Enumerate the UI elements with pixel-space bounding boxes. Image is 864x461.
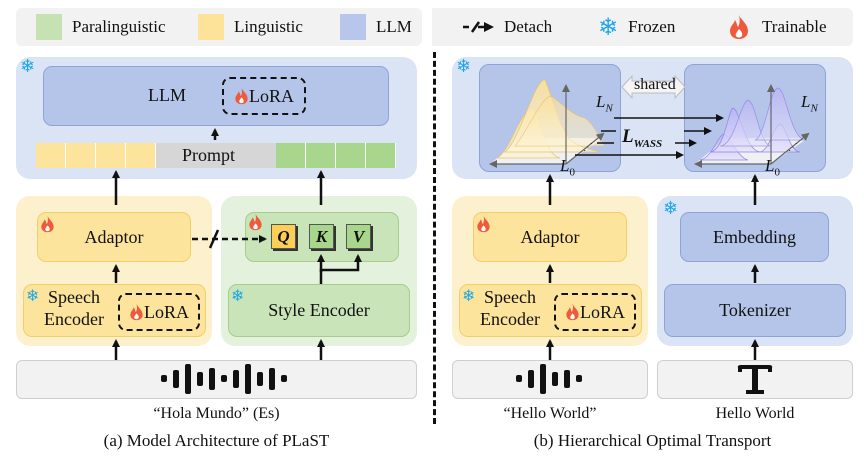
- lora-label: LoRA: [249, 85, 294, 106]
- value-box: V: [346, 224, 371, 249]
- legend-bar-right: Detach ❄ Frozen Trainable: [432, 8, 853, 46]
- speech-encoder-box-a: [23, 284, 206, 337]
- speech-lora-box-b: LoRA: [554, 293, 636, 331]
- prompt-token-paralinguistic: [366, 143, 396, 168]
- panel-divider: [433, 52, 436, 424]
- legend-label: Paralinguistic: [72, 17, 166, 36]
- llm-box: LLM LoRA: [43, 66, 389, 126]
- prompt-token-linguistic: [96, 143, 126, 168]
- legend-bar: Paralinguistic Linguistic LLM: [16, 8, 422, 46]
- prompt-token-linguistic: [66, 143, 96, 168]
- speech-encoder-label-1: Speech: [484, 287, 536, 307]
- ln-subscript: N: [810, 102, 818, 115]
- audio-input-a: [16, 360, 417, 399]
- legend-label: LLM: [376, 17, 412, 36]
- tokenizer-label: Tokenizer: [719, 300, 791, 320]
- lwass-subscript: WASS: [633, 137, 663, 150]
- flame-icon: [730, 15, 748, 39]
- prompt-token-linguistic: [36, 143, 66, 168]
- legend-item-llm: LLM: [340, 8, 412, 46]
- paralinguistic-swatch: [36, 14, 62, 40]
- l0-label-left: L0: [560, 156, 575, 178]
- lora-label: LoRA: [580, 301, 625, 322]
- linguistic-swatch: [198, 14, 224, 40]
- prompt-token-linguistic: [126, 143, 156, 168]
- embedding-box: Embedding: [680, 212, 829, 262]
- caption-b: (b) Hierarchical Optimal Transport: [533, 431, 772, 450]
- text-input-b: [657, 360, 853, 399]
- llm-label: LLM: [148, 85, 186, 105]
- embedding-label: Embedding: [713, 226, 796, 247]
- speech-encoder-label-2: Encoder: [44, 309, 104, 329]
- flame-icon: [41, 215, 54, 233]
- speech-lora-box-a: LoRA: [118, 293, 200, 331]
- legend-label: Linguistic: [234, 17, 303, 36]
- flame-icon: [235, 87, 248, 105]
- input-text-a: “Hola Mundo” (Es): [153, 405, 280, 422]
- ln-subscript: N: [605, 102, 613, 115]
- input-text-text-b: Hello World: [715, 405, 795, 422]
- adaptor-box-a: Adaptor: [37, 212, 191, 262]
- legend-label: Trainable: [762, 17, 827, 36]
- snowflake-icon: ❄: [20, 56, 36, 77]
- speech-encoder-label-2: Encoder: [480, 309, 540, 329]
- ln-letter: L: [801, 92, 811, 111]
- ln-label-right: LN: [801, 92, 818, 114]
- wasserstein-loss-label: LWASS: [622, 126, 662, 150]
- l0-subscript: 0: [774, 166, 780, 179]
- lwass-letter: L: [622, 126, 634, 147]
- key-box: K: [309, 224, 334, 249]
- prompt-token-paralinguistic: [276, 143, 306, 168]
- adaptor-box-b: Adaptor: [473, 212, 627, 262]
- tokenizer-box: Tokenizer: [664, 284, 846, 337]
- prompt-bar: Prompt: [36, 143, 396, 168]
- caption-a: (a) Model Architecture of PLaST: [103, 431, 330, 450]
- text-distribution-panel: [684, 64, 826, 172]
- detach-arrow-icon: [463, 21, 494, 33]
- l0-letter: L: [560, 156, 570, 175]
- legend-label: Frozen: [628, 17, 676, 36]
- speech-encoder-box-b: [459, 284, 642, 337]
- lora-label: LoRA: [144, 301, 189, 322]
- input-text-speech-b: “Hello World”: [503, 405, 597, 422]
- style-encoder-label: Style Encoder: [268, 300, 370, 320]
- legend-item-linguistic: Linguistic: [198, 8, 303, 46]
- shared-label: shared: [634, 76, 676, 93]
- legend-label: Detach: [504, 17, 553, 36]
- query-box: Q: [271, 224, 296, 249]
- prompt-token-paralinguistic: [306, 143, 336, 168]
- l0-letter: L: [765, 156, 775, 175]
- legend-item-paralinguistic: Paralinguistic: [36, 8, 165, 46]
- prompt-token-paralinguistic: [336, 143, 366, 168]
- flame-icon: [249, 213, 262, 231]
- l0-subscript: 0: [569, 166, 575, 179]
- snowflake-icon: ❄: [231, 286, 245, 305]
- speech-encoder-label-1: Speech: [48, 287, 100, 307]
- snowflake-icon: ❄: [26, 286, 40, 305]
- snowflake-icon: ❄: [598, 13, 619, 41]
- adaptor-label: Adaptor: [520, 226, 580, 247]
- adaptor-label: Adaptor: [84, 226, 144, 247]
- style-encoder-box: Style Encoder: [228, 284, 410, 337]
- flame-icon: [477, 215, 490, 233]
- l0-label-right: L0: [765, 156, 780, 178]
- flame-icon: [566, 303, 579, 321]
- llm-lora-box: LoRA: [222, 77, 306, 115]
- snowflake-icon: ❄: [663, 198, 679, 219]
- audio-input-b: [452, 360, 648, 399]
- speech-distribution-panel: [479, 64, 621, 172]
- snowflake-icon: ❄: [462, 286, 476, 305]
- prompt-token-text: [156, 143, 276, 168]
- legend-item-trainable: Trainable: [728, 8, 827, 46]
- legend-item-detach: Detach: [462, 8, 552, 46]
- llm-swatch: [340, 14, 366, 40]
- flame-icon: [130, 303, 143, 321]
- snowflake-icon: ❄: [456, 56, 472, 77]
- ln-letter: L: [596, 92, 606, 111]
- prompt-label: Prompt: [182, 145, 236, 165]
- legend-item-frozen: ❄ Frozen: [598, 8, 675, 46]
- ln-label-left: LN: [596, 92, 613, 114]
